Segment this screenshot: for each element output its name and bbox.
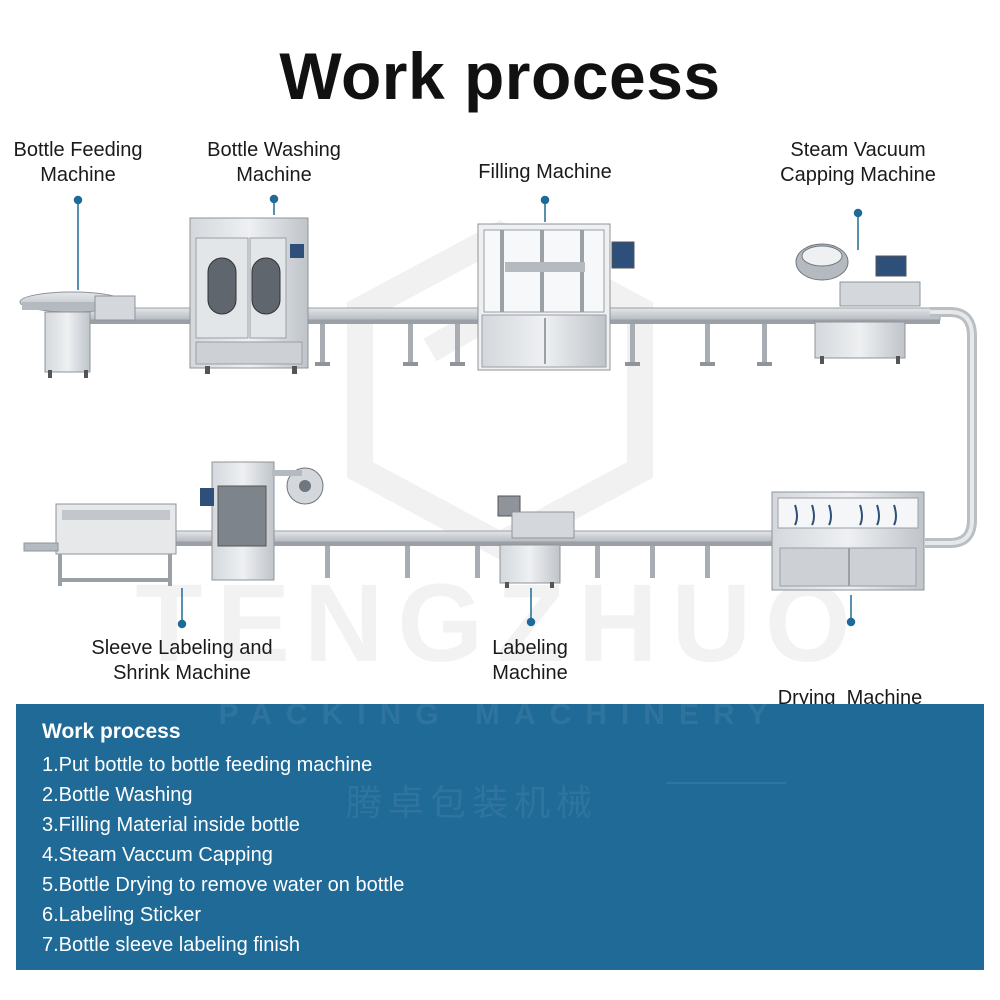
u-turn-conveyor xyxy=(925,307,977,548)
watermark-rule xyxy=(666,782,786,784)
watermark-cn: 腾卓包装机械 xyxy=(346,783,599,824)
process-step: 3.Filling Material inside bottle xyxy=(42,814,300,836)
process-step: 2.Bottle Washing xyxy=(42,784,193,806)
marker-dot-labeling xyxy=(526,617,536,627)
label-drying: Drying Machine xyxy=(777,687,923,709)
bottle-feeding-machine xyxy=(19,291,136,378)
process-step: 6.Labeling Sticker xyxy=(42,904,201,926)
marker-dot-feeding xyxy=(73,195,83,205)
marker-dot-drying xyxy=(846,617,856,627)
marker-dot-filling xyxy=(540,195,550,205)
sleeve-shrink-machine xyxy=(23,461,324,586)
steam-capping-machine xyxy=(795,243,921,364)
labeling-machine xyxy=(497,495,575,588)
filling-machine xyxy=(477,223,635,371)
process-step-list: 1.Put bottle to bottle feeding machine 2… xyxy=(42,750,404,960)
process-step: 1.Put bottle to bottle feeding machine xyxy=(42,754,373,776)
marker-dot-sleeve xyxy=(177,619,187,629)
marker-dot-capping xyxy=(853,208,863,218)
drying-machine xyxy=(771,491,925,591)
label-filling: Filling Machine xyxy=(478,161,612,183)
watermark-brand: TENGZHUO xyxy=(135,562,865,685)
marker-dot-washing xyxy=(269,194,279,204)
process-heading: Work process xyxy=(42,720,181,743)
process-step: 4.Steam Vaccum Capping xyxy=(42,844,273,866)
production-line-illustration xyxy=(19,194,977,629)
process-panel: 腾卓包装机械 Work process 1.Put bottle to bott… xyxy=(16,704,984,970)
page-title: Work process xyxy=(279,39,721,113)
label-leaders xyxy=(73,194,863,629)
process-step: 5.Bottle Drying to remove water on bottl… xyxy=(42,874,405,896)
process-step: 7.Bottle sleeve labeling finish xyxy=(42,934,300,956)
watermark-sub: PACKING MACHINERY xyxy=(218,698,782,731)
bottle-washing-machine xyxy=(189,217,309,374)
